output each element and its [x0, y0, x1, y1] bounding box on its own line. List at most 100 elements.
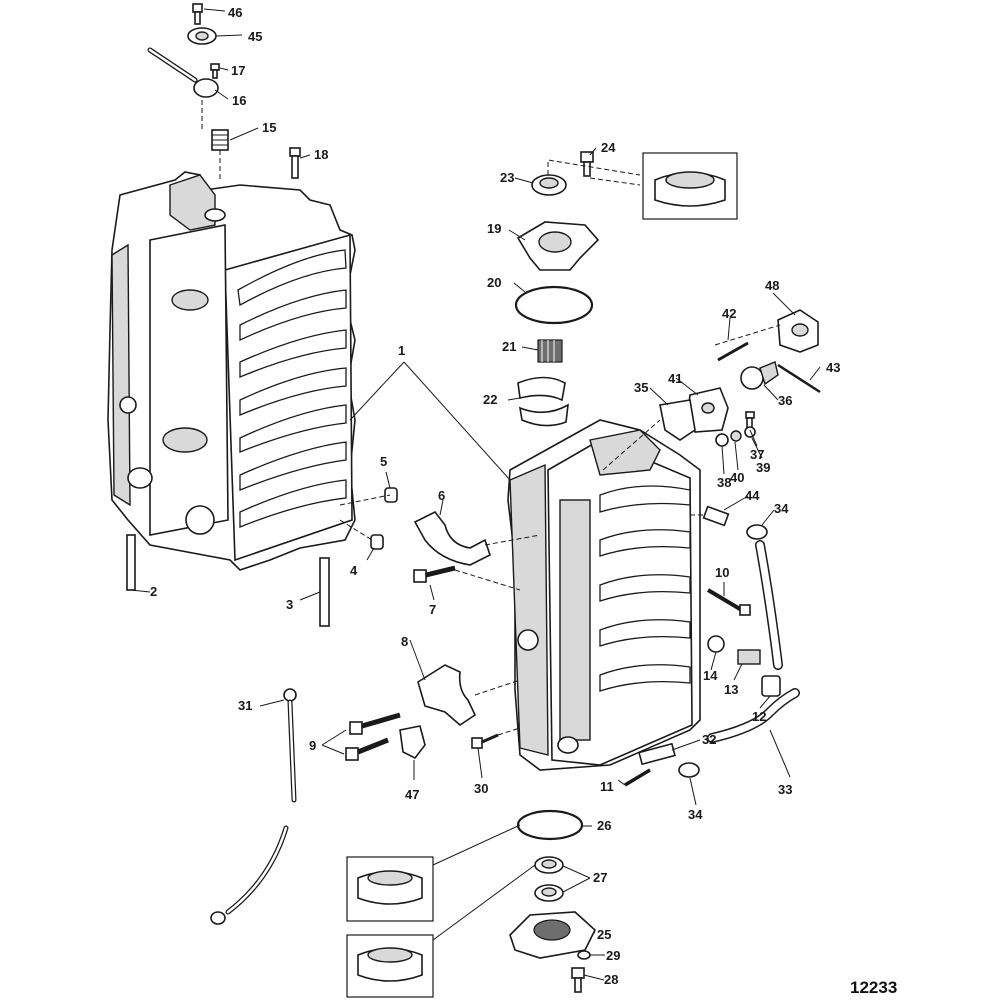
part-26-o-ring — [516, 809, 584, 841]
part-8-bearing-cap — [417, 664, 477, 727]
callout-37: 37 — [750, 447, 764, 462]
part-48-sensor — [777, 309, 819, 353]
part-40-washer — [730, 430, 742, 442]
part-29-washer — [577, 950, 591, 960]
part-28-screw — [571, 967, 585, 993]
callout-19: 19 — [487, 221, 501, 236]
part-41-bracket — [687, 387, 729, 433]
part-16-sensor — [147, 47, 219, 98]
callout-15: 15 — [262, 120, 276, 135]
callout-6: 6 — [438, 488, 445, 503]
part-22-bearing-race — [517, 376, 569, 427]
callout-29: 29 — [606, 948, 620, 963]
callout-28: 28 — [604, 972, 618, 987]
callout-43: 43 — [826, 360, 840, 375]
part-23-seal — [531, 174, 567, 196]
inset-seal-bottom-upper — [346, 856, 434, 922]
callout-24: 24 — [601, 140, 616, 155]
part-24-screw — [580, 151, 594, 177]
part-33-hose — [707, 688, 800, 743]
callout-2: 2 — [150, 584, 157, 599]
part-44-fitting — [702, 505, 730, 527]
callout-27: 27 — [593, 870, 607, 885]
callout-17: 17 — [231, 63, 245, 78]
callout-1: 1 — [398, 343, 405, 358]
part-45-clamp — [187, 27, 217, 45]
callout-32: 32 — [702, 732, 716, 747]
callout-45: 45 — [248, 29, 262, 44]
part-12-plug — [761, 675, 781, 697]
part-11-bolt — [624, 768, 651, 787]
callout-31: 31 — [238, 698, 252, 713]
part-7-bolt — [413, 565, 456, 583]
part-35-gasket — [659, 399, 696, 441]
callout-38: 38 — [717, 475, 731, 490]
part-4-dowel — [370, 534, 384, 550]
part-34-clamp-upper — [746, 524, 768, 540]
callout-16: 16 — [232, 93, 246, 108]
leader-lines — [130, 8, 821, 981]
part-34-clamp-lower — [678, 762, 700, 778]
part-27-seals — [534, 856, 564, 902]
callout-44: 44 — [745, 488, 760, 503]
callout-26: 26 — [597, 818, 611, 833]
callout-46: 46 — [228, 5, 242, 20]
callout-8: 8 — [401, 634, 408, 649]
callout-10: 10 — [715, 565, 729, 580]
callout-47: 47 — [405, 787, 419, 802]
inset-seal-top — [642, 152, 738, 220]
part-38-washer — [715, 433, 729, 447]
inset-seal-bottom-lower — [346, 934, 434, 998]
callout-7: 7 — [429, 602, 436, 617]
part-18-fitting — [289, 147, 301, 179]
callout-3: 3 — [286, 597, 293, 612]
part-2-stud — [126, 534, 136, 591]
part-31-ground-wire — [210, 688, 297, 925]
callout-13: 13 — [724, 682, 738, 697]
callout-22: 22 — [483, 392, 497, 407]
callout-9: 9 — [309, 738, 316, 753]
part-5-dowel — [384, 487, 398, 503]
callout-30: 30 — [474, 781, 488, 796]
part-3-stud — [319, 557, 330, 627]
callout-48: 48 — [765, 278, 779, 293]
part-19-bearing-housing — [516, 221, 600, 271]
part-42-bolt — [717, 341, 749, 362]
part-30-screw — [471, 733, 499, 749]
callout-5: 5 — [380, 454, 387, 469]
callout-35: 35 — [634, 380, 648, 395]
part-25-bearing-housing — [509, 911, 596, 959]
callout-23: 23 — [500, 170, 514, 185]
callout-36: 36 — [778, 393, 792, 408]
callout-11: 11 — [600, 779, 614, 794]
part-9-bolts — [345, 712, 401, 761]
callout-33: 33 — [778, 782, 792, 797]
callout-41: 41 — [668, 371, 682, 386]
part-6-bearing-cap — [413, 510, 491, 566]
part-20-o-ring — [514, 285, 594, 325]
callout-labels: 1 2 3 4 5 6 7 8 9 10 11 12 13 14 15 16 1… — [150, 5, 840, 987]
callout-14: 14 — [703, 668, 718, 683]
callout-42: 42 — [722, 306, 736, 321]
part-21-roller-bearing — [537, 339, 563, 363]
callout-34-upper: 34 — [774, 501, 789, 516]
callout-21: 21 — [502, 339, 516, 354]
callout-39: 39 — [756, 460, 770, 475]
callout-25: 25 — [597, 927, 611, 942]
callout-20: 20 — [487, 275, 501, 290]
part-47-clip — [399, 725, 426, 760]
part-17-screw — [210, 63, 220, 79]
part-15-fitting — [211, 129, 229, 151]
crankcase-cover-right-half — [507, 419, 701, 771]
part-46-screw — [192, 3, 203, 25]
callout-34-lower: 34 — [688, 807, 703, 822]
callout-18: 18 — [314, 147, 328, 162]
part-13-fitting — [737, 649, 761, 665]
part-39-washer — [744, 426, 756, 438]
part-14-nut — [707, 635, 725, 653]
part-10-bolt — [706, 588, 751, 616]
cylinder-block-left-half — [107, 171, 356, 571]
hose-upper-right — [755, 540, 783, 670]
figure-id: 12233 — [850, 978, 897, 997]
